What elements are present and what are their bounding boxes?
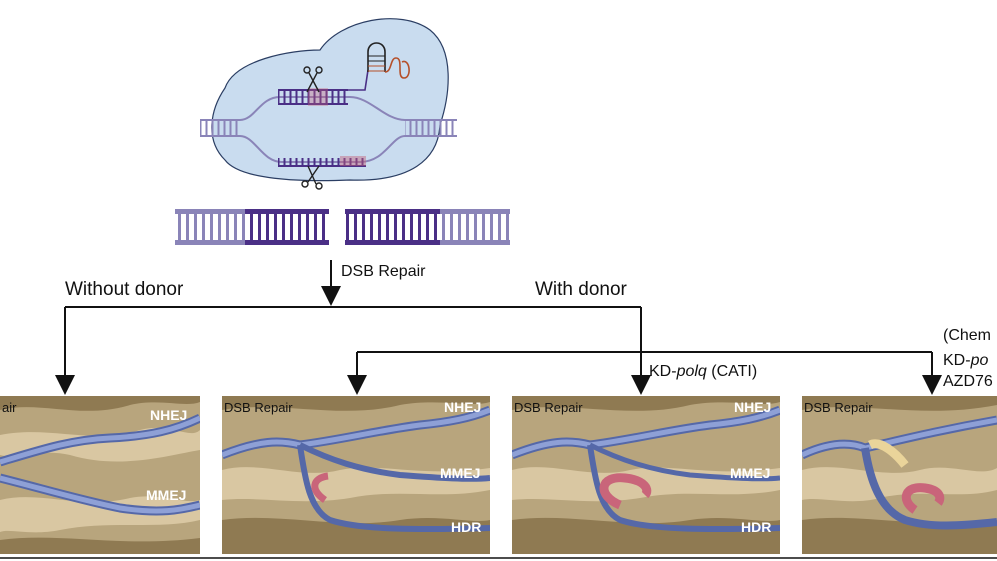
cas-complex-illustration [200, 18, 457, 190]
pink-arrow [901, 483, 945, 514]
dna-fragment-left [175, 209, 329, 245]
rna-tail [384, 57, 410, 79]
dna-fragment-right [345, 209, 510, 245]
panel-kd-polq: DSB Repair NHEJ MMEJ HDR [512, 396, 780, 554]
pathway-mmej: MMEJ [730, 465, 770, 481]
panel-title: DSB Repair [514, 400, 583, 415]
azd-fragment-label: AZD76 [943, 373, 993, 390]
panel-without-donor: air NHEJ MMEJ [0, 396, 200, 554]
dna-left-flank [200, 120, 240, 136]
panel-title: DSB Repair [224, 400, 293, 415]
with-donor-label: With donor [535, 279, 628, 300]
pathway-hdr: HDR [741, 519, 771, 535]
pink-arrow [599, 473, 652, 510]
pink-arrow [311, 472, 329, 503]
scissors-icon-top [303, 66, 323, 93]
pathway-mmej: MMEJ [146, 487, 186, 503]
flow-arrows [55, 260, 942, 395]
chem-fragment-label: (Chem [943, 327, 991, 344]
scissors-icon-bottom [301, 165, 323, 190]
panel-title: air [2, 400, 17, 415]
kd-po-fragment-label: KD-po [943, 352, 988, 369]
kd-polq-cati-label: KD-polq (CATI) [649, 363, 757, 380]
panel-with-donor: DSB Repair NHEJ MMEJ HDR [222, 396, 490, 554]
rna-hairpin [367, 42, 386, 72]
dsb-repair-label: DSB Repair [341, 263, 426, 280]
pathway-nhej: NHEJ [444, 399, 481, 415]
broken-dna [175, 209, 510, 245]
panel-title: DSB Repair [804, 400, 873, 415]
pathway-nhej: NHEJ [734, 399, 771, 415]
without-donor-label: Without donor [65, 279, 184, 300]
panel-chem-kd: DSB Repair [802, 396, 997, 554]
guide-rna-duplex [278, 90, 348, 104]
pathway-nhej: NHEJ [150, 407, 187, 423]
pathway-hdr: HDR [451, 519, 481, 535]
yellow-arrow [867, 439, 909, 468]
pathway-mmej: MMEJ [440, 465, 480, 481]
dna-right-flank [405, 120, 457, 136]
target-strand [278, 158, 366, 166]
